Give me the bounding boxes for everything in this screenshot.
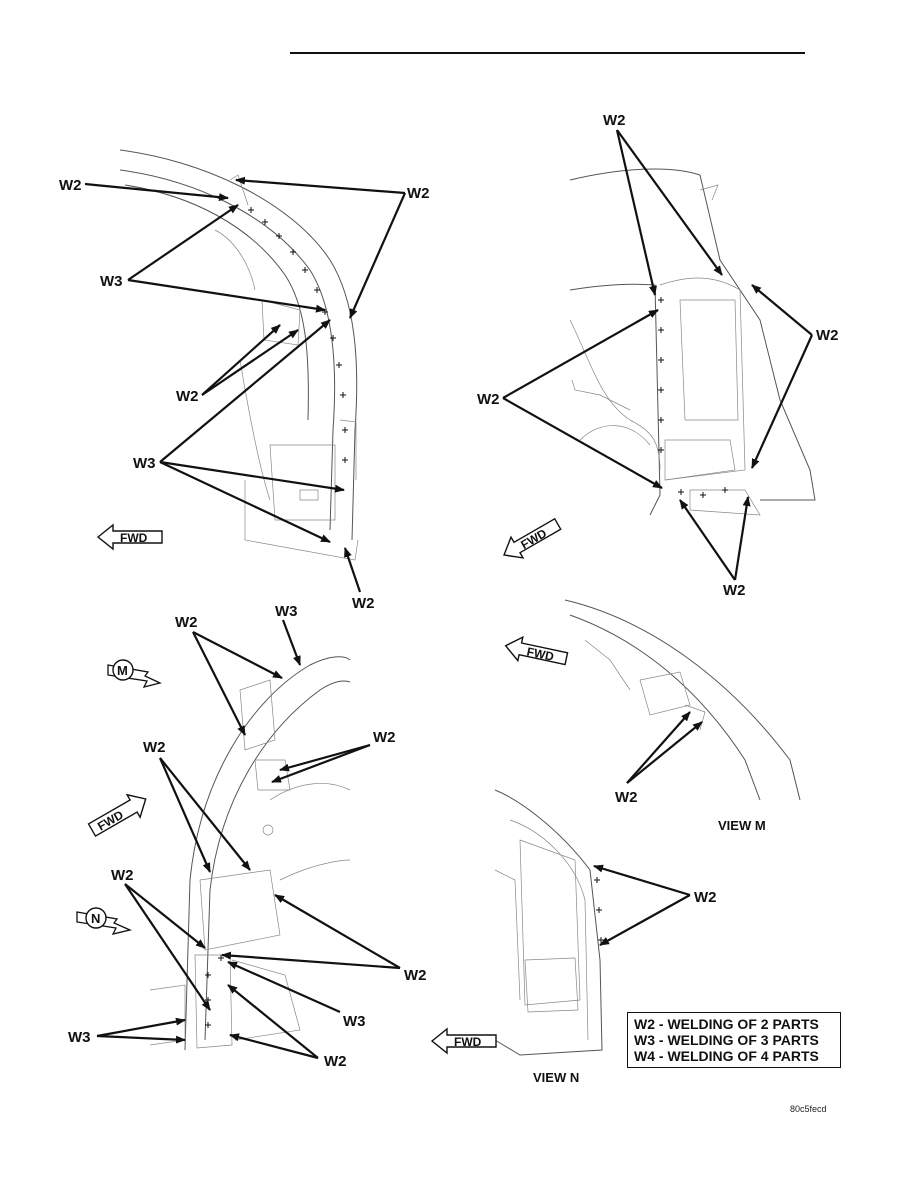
panel-top-right-drawing bbox=[569, 168, 816, 516]
label-w2: W2 bbox=[694, 889, 717, 906]
view-m-drawing bbox=[564, 599, 801, 801]
legend-item-w2: W2 - WELDING OF 2 PARTS bbox=[634, 1016, 819, 1032]
label-w2: W2 bbox=[615, 789, 638, 806]
label-w2: W2 bbox=[352, 595, 375, 612]
figure-code: 80c5fecd bbox=[790, 1104, 827, 1114]
leader-lines bbox=[84, 129, 814, 1060]
fwd-label: FWD bbox=[526, 644, 556, 663]
label-w2: W2 bbox=[373, 729, 396, 746]
legend-item-w4: W4 - WELDING OF 4 PARTS bbox=[634, 1048, 819, 1064]
label-w2: W2 bbox=[477, 391, 500, 408]
label-w2: W2 bbox=[816, 327, 839, 344]
fwd-arrow-view-n: FWD bbox=[430, 1027, 497, 1055]
label-w3: W3 bbox=[133, 455, 156, 472]
label-w3: W3 bbox=[100, 273, 123, 290]
label-w2: W2 bbox=[111, 867, 134, 884]
label-w3: W3 bbox=[275, 603, 298, 620]
weld-legend: W2 - WELDING OF 2 PARTS W3 - WELDING OF … bbox=[627, 1012, 841, 1068]
view-n-drawing bbox=[494, 789, 603, 1056]
label-w2: W2 bbox=[175, 614, 198, 631]
label-w2: W2 bbox=[404, 967, 427, 984]
label-w2: W2 bbox=[407, 185, 430, 202]
view-n-pointer: N bbox=[76, 907, 133, 935]
label-w3: W3 bbox=[343, 1013, 366, 1030]
fwd-arrow-panel-3: FWD bbox=[87, 793, 147, 838]
panel-bottom-left-drawing bbox=[149, 656, 351, 1051]
fwd-arrow-view-m: FWD bbox=[504, 635, 569, 666]
fwd-arrow-panel-2: FWD bbox=[503, 517, 562, 559]
header-rule bbox=[290, 52, 805, 54]
view-n-title: VIEW N bbox=[533, 1070, 579, 1085]
label-w3: W3 bbox=[68, 1029, 91, 1046]
label-w2: W2 bbox=[59, 177, 82, 194]
callout-labels: W2 W2 W3 W2 W3 W2 W2 W2 W2 W2 W2 W3 W2 W… bbox=[59, 112, 839, 1070]
label-w2: W2 bbox=[143, 739, 166, 756]
legend-item-w3: W3 - WELDING OF 3 PARTS bbox=[634, 1032, 819, 1048]
panel-top-left-drawing bbox=[119, 149, 359, 561]
fwd-label: FWD bbox=[120, 531, 148, 545]
label-w2: W2 bbox=[603, 112, 626, 129]
view-n-letter: N bbox=[91, 911, 100, 926]
view-m-pointer: M bbox=[107, 659, 162, 688]
fwd-label: FWD bbox=[454, 1035, 482, 1049]
label-w2: W2 bbox=[176, 388, 199, 405]
view-m-title: VIEW M bbox=[718, 818, 766, 833]
label-w2: W2 bbox=[324, 1053, 347, 1070]
fwd-arrow-panel-1: FWD bbox=[96, 523, 163, 551]
label-w2: W2 bbox=[723, 582, 746, 599]
view-m-letter: M bbox=[117, 663, 128, 678]
